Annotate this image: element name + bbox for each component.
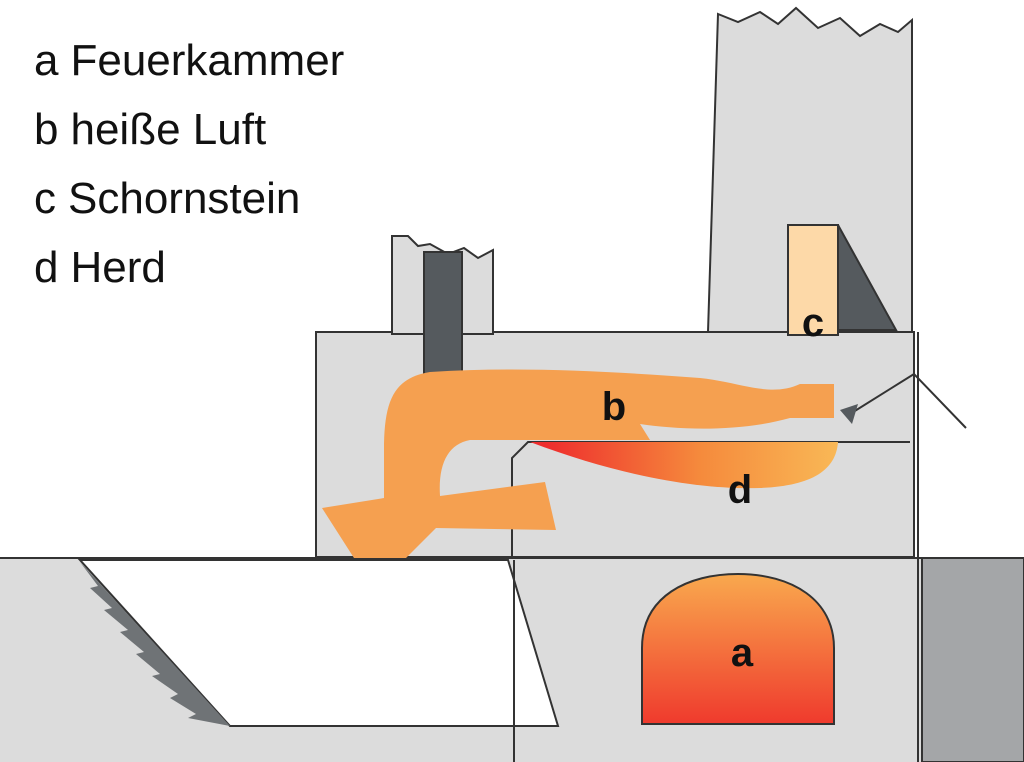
fire-chamber	[641, 572, 835, 725]
label-b: b	[602, 385, 626, 429]
legend-letter: b	[34, 105, 59, 154]
right-wall-dark	[921, 557, 1024, 762]
chimney-flue-shadow	[837, 224, 898, 331]
legend-letter: c	[34, 174, 56, 223]
small-chimney-flue	[423, 251, 463, 389]
legend-text: Herd	[70, 243, 166, 292]
label-c: c	[802, 301, 824, 345]
damper-lever	[849, 372, 967, 429]
hearth-heat	[530, 442, 838, 489]
label-a: a	[731, 631, 754, 675]
damper-tip	[840, 404, 858, 424]
legend-text: heiße Luft	[70, 105, 267, 154]
chimney-stack	[706, 6, 913, 333]
legend-letter: d	[34, 243, 59, 292]
ash-pit-edge-shading	[80, 562, 230, 726]
hot-air-flow	[322, 369, 834, 558]
legend-text: Schornstein	[68, 174, 301, 223]
legend-letter: a	[34, 36, 59, 85]
ash-pit-opening	[77, 559, 560, 727]
chimney-flue	[787, 224, 839, 336]
legend-text: Feuerkammer	[70, 36, 345, 85]
label-d: d	[728, 468, 752, 512]
